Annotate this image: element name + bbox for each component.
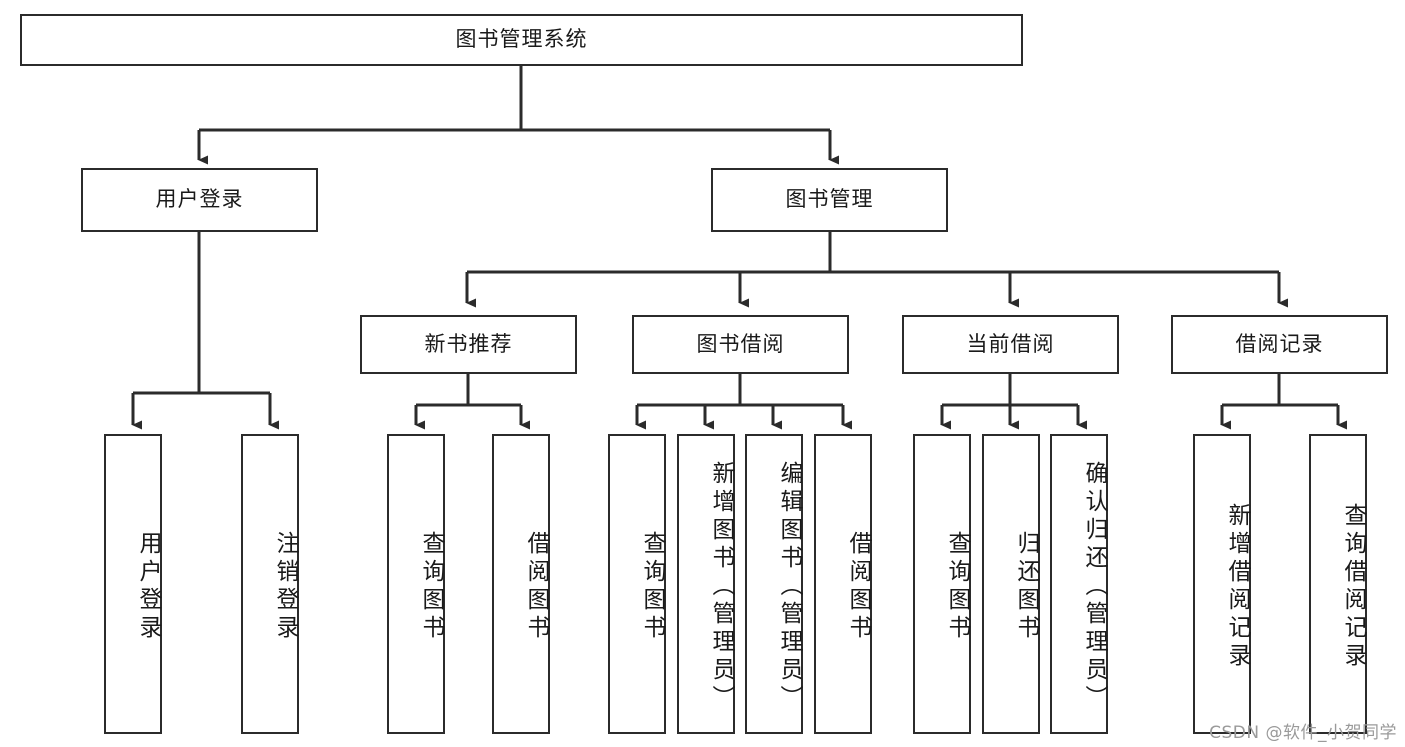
node-label: 归还图书 — [1013, 531, 1039, 643]
node-label: 当前借阅 — [966, 331, 1055, 356]
node-label: 借阅图书 — [523, 531, 549, 643]
node-label: 借阅图书 — [845, 531, 871, 643]
node-label: 借阅记录 — [1235, 331, 1324, 356]
node-label: 图书管理 — [785, 187, 874, 212]
node-label: 用户登录 — [135, 531, 161, 643]
leaf-add-borrow-record[interactable]: 新增借阅记录 — [1193, 434, 1251, 734]
node-label: 查询图书 — [418, 531, 444, 643]
leaf-edit-book-admin[interactable]: 编辑图书（管理员） — [745, 434, 803, 734]
leaf-user-login[interactable]: 用户登录 — [104, 434, 162, 734]
node-root-book-management-system[interactable]: 图书管理系统 — [20, 14, 1023, 66]
leaf-borrow-book-newbook[interactable]: 借阅图书 — [492, 434, 550, 734]
node-new-book-recommendation[interactable]: 新书推荐 — [360, 315, 577, 374]
node-label: 查询借阅记录 — [1340, 503, 1366, 671]
node-label: 查询图书 — [944, 531, 970, 643]
leaf-query-book-borrow[interactable]: 查询图书 — [608, 434, 666, 734]
csdn-watermark: CSDN @软件_小贺同学 — [1209, 723, 1397, 743]
leaf-logout[interactable]: 注销登录 — [241, 434, 299, 734]
node-borrowing-records[interactable]: 借阅记录 — [1171, 315, 1388, 374]
leaf-confirm-return-admin[interactable]: 确认归还（管理员） — [1050, 434, 1108, 734]
leaf-query-book-newbook[interactable]: 查询图书 — [387, 434, 445, 734]
leaf-add-book-admin[interactable]: 新增图书（管理员） — [677, 434, 735, 734]
node-label: 确认归还（管理员） — [1081, 461, 1107, 713]
node-label: 用户登录 — [155, 187, 244, 212]
node-label: 编辑图书（管理员） — [776, 461, 802, 713]
node-label: 图书借阅 — [696, 331, 785, 356]
node-user-login[interactable]: 用户登录 — [81, 168, 318, 232]
node-label: 图书管理系统 — [455, 27, 588, 52]
leaf-borrow-book-borrow[interactable]: 借阅图书 — [814, 434, 872, 734]
node-label: 新增图书（管理员） — [708, 461, 734, 713]
node-label: 查询图书 — [639, 531, 665, 643]
node-book-management[interactable]: 图书管理 — [711, 168, 948, 232]
node-label: 新增借阅记录 — [1224, 503, 1250, 671]
leaf-return-book[interactable]: 归还图书 — [982, 434, 1040, 734]
leaf-query-borrow-record[interactable]: 查询借阅记录 — [1309, 434, 1367, 734]
node-current-borrowing[interactable]: 当前借阅 — [902, 315, 1119, 374]
leaf-query-book-current[interactable]: 查询图书 — [913, 434, 971, 734]
node-label: 新书推荐 — [424, 331, 513, 356]
node-book-borrowing[interactable]: 图书借阅 — [632, 315, 849, 374]
node-label: 注销登录 — [272, 531, 298, 643]
